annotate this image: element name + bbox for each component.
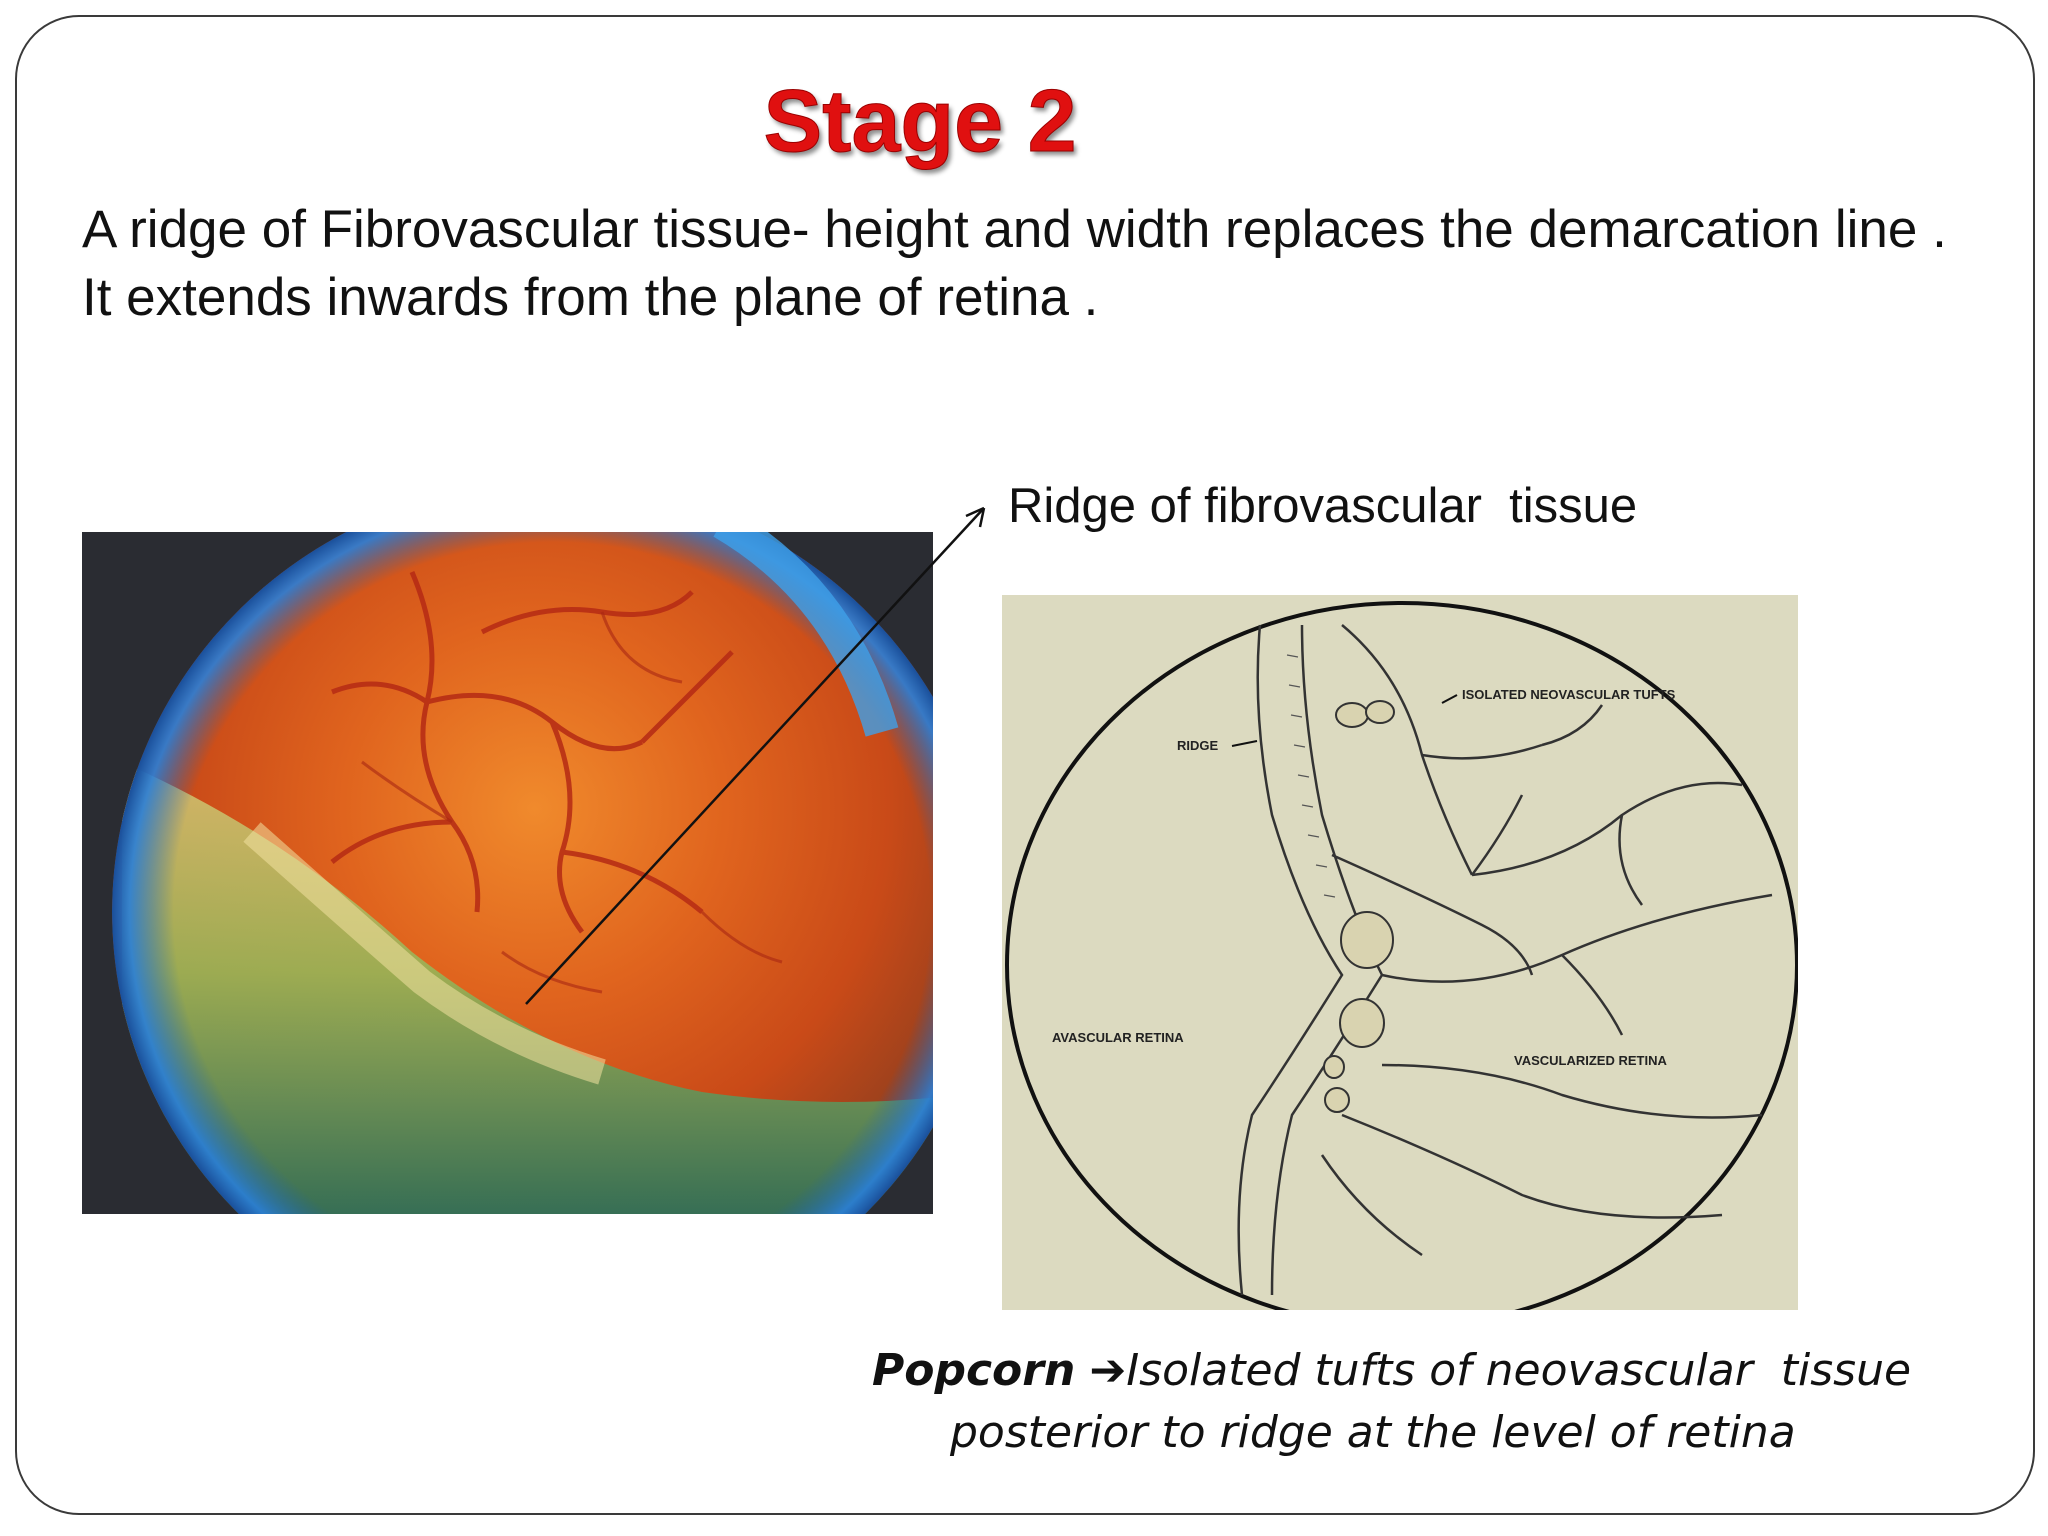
- caption-bold-word: Popcorn: [872, 1345, 1076, 1396]
- drawing-circle: [1005, 601, 1798, 1310]
- pointer-label: Ridge of fibrovascular tissue: [1008, 479, 1638, 533]
- caption-line-1-text: Isolated tufts of neovascular tissue: [1126, 1345, 1912, 1396]
- retina-schematic-drawing: ISOLATED NEOVASCULAR TUFTS RIDGE AVASCUL…: [1002, 595, 1798, 1310]
- arrow-right-icon: ➔: [1089, 1345, 1127, 1396]
- label-vascularized-retina: VASCULARIZED RETINA: [1514, 1053, 1667, 1068]
- label-avascular-retina: AVASCULAR RETINA: [1052, 1030, 1184, 1045]
- caption-line-1: Popcorn ➔Isolated tufts of neovascular t…: [800, 1340, 1911, 1402]
- slide-body-text: A ridge of Fibrovascular tissue- height …: [82, 200, 1947, 327]
- fundus-photograph: [82, 532, 933, 1214]
- label-ridge: RIDGE: [1177, 738, 1219, 753]
- slide-title: Stage 2: [763, 71, 1077, 171]
- label-isolated-tufts: ISOLATED NEOVASCULAR TUFTS: [1462, 687, 1676, 702]
- caption: Popcorn ➔Isolated tufts of neovascular t…: [800, 1340, 1911, 1464]
- caption-line-2: posterior to ridge at the level of retin…: [950, 1407, 1796, 1458]
